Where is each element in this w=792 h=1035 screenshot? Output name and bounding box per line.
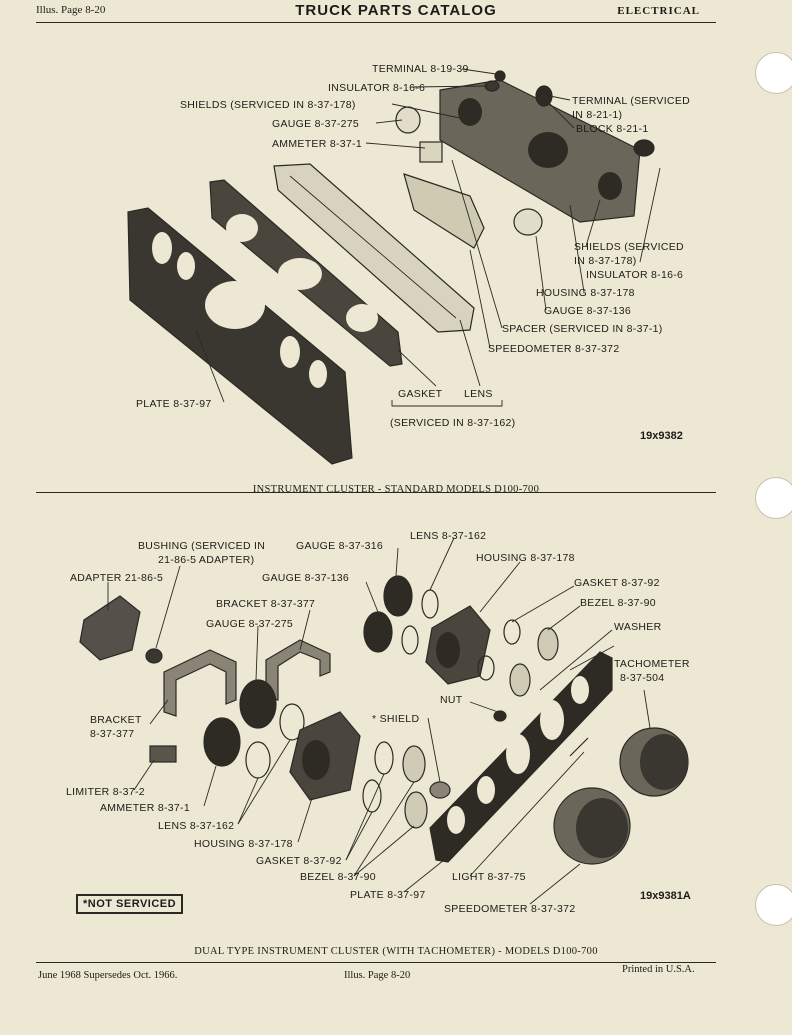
label-ammeter: AMMETER 8-37-1: [100, 802, 190, 814]
label-plate: PLATE 8-37-97: [136, 398, 212, 410]
label-gauge-316: GAUGE 8-37-316: [296, 540, 383, 552]
footer-printed: Printed in U.S.A.: [622, 964, 695, 975]
gauge-316-part: [383, 575, 413, 617]
label-block: BLOCK 8-21-1: [576, 123, 648, 135]
label-serviced-in: (SERVICED IN 8-37-162): [390, 417, 515, 429]
label-housing: HOUSING 8-37-178: [536, 287, 635, 299]
footer-rule: [36, 962, 716, 963]
lens-top-b: [401, 625, 419, 655]
shield-part: [429, 781, 451, 799]
label-shield: * SHIELD: [372, 713, 419, 725]
gasket-top-b: [477, 655, 495, 681]
adapter-part: [79, 595, 141, 661]
label-housing-top: HOUSING 8-37-178: [476, 552, 575, 564]
binder-hole-top: [755, 52, 792, 94]
label-spacer: SPACER (SERVICED IN 8-37-1): [502, 323, 663, 335]
insulator-part: [633, 139, 655, 157]
lens-top-a: [421, 589, 439, 619]
label-terminal-serviced-1: TERMINAL (SERVICED: [572, 95, 690, 107]
label-bushing-1: BUSHING (SERVICED IN: [138, 540, 265, 552]
speedometer-part: [403, 173, 485, 249]
label-gauge-136: GAUGE 8-37-136: [544, 305, 631, 317]
label-gauge-275: GAUGE 8-37-275: [206, 618, 293, 630]
label-gasket-bottom: GASKET 8-37-92: [256, 855, 342, 867]
label-insulator-top: INSULATOR 8-16-6: [328, 82, 425, 94]
terminal-part: [494, 70, 506, 82]
not-serviced-note: *NOT SERVICED: [76, 894, 184, 914]
gauge-275-lower-part: [239, 679, 277, 729]
label-gasket: GASKET: [398, 388, 443, 400]
ammeter-gauge-part: [203, 717, 241, 767]
figure-1-caption: INSTRUMENT CLUSTER - STANDARD MODELS D10…: [252, 484, 540, 495]
nut-part: [493, 710, 507, 722]
bracket-left-part: [163, 649, 237, 717]
label-plate: PLATE 8-37-97: [350, 889, 426, 901]
bezel-top-b: [509, 663, 531, 697]
light-part: [569, 737, 589, 757]
binder-hole-bottom: [755, 884, 792, 926]
footer-page-ref: Illus. Page 8-20: [344, 970, 411, 981]
lens-left-b: [245, 741, 271, 779]
binder-hole-middle: [755, 477, 792, 519]
figure-2-leaders: [107, 537, 651, 905]
label-housing-bottom: HOUSING 8-37-178: [194, 838, 293, 850]
figure-1-leaders: [195, 68, 661, 407]
bezel-lower-a: [402, 745, 426, 783]
label-tachometer-1: TACHOMETER: [614, 658, 690, 670]
bracket-right-part: [265, 639, 331, 701]
label-light: LIGHT 8-37-75: [452, 871, 526, 883]
lens-left-a: [279, 703, 305, 741]
label-ammeter: AMMETER 8-37-1: [272, 138, 362, 150]
label-lens-top: LENS 8-37-162: [410, 530, 486, 542]
figure-2-caption: DUAL TYPE INSTRUMENT CLUSTER (WITH TACHO…: [194, 946, 598, 957]
label-terminal-serviced-2: IN 8-21-1): [572, 109, 622, 121]
page-title: TRUCK PARTS CATALOG: [295, 2, 497, 19]
figure-1-number: 19x9382: [640, 430, 683, 442]
limiter-part: [149, 745, 177, 763]
header-rule: [36, 22, 716, 23]
label-bracket-left-2: 8-37-377: [90, 728, 134, 740]
label-gasket-top: GASKET 8-37-92: [574, 577, 660, 589]
label-lens-bottom: LENS 8-37-162: [158, 820, 234, 832]
bezel-lower-b: [404, 791, 428, 829]
label-washer: WASHER: [614, 621, 662, 633]
gasket-top-a: [503, 619, 521, 645]
label-limiter: LIMITER 8-37-2: [66, 786, 145, 798]
gauge-136-part: [513, 208, 543, 236]
label-bushing-2: 21-86-5 ADAPTER): [158, 554, 254, 566]
bezel-top-a: [537, 627, 559, 661]
label-bracket-top: BRACKET 8-37-377: [216, 598, 315, 610]
label-terminal-8-19-39: TERMINAL 8-19-39: [372, 63, 469, 75]
section-title: ELECTRICAL: [617, 5, 700, 17]
label-insulator-right: INSULATOR 8-16-6: [586, 269, 683, 281]
label-shields-right-1: SHIELDS (SERVICED: [574, 241, 684, 253]
label-adapter: ADAPTER 21-86-5: [70, 572, 163, 584]
label-lens: LENS: [464, 388, 493, 400]
label-shields-top: SHIELDS (SERVICED IN 8-37-178): [180, 99, 356, 111]
label-gauge-275: GAUGE 8-37-275: [272, 118, 359, 130]
label-tachometer-2: 8-37-504: [620, 672, 664, 684]
label-gauge-136: GAUGE 8-37-136: [262, 572, 349, 584]
label-speedometer: SPEEDOMETER 8-37-372: [488, 343, 619, 355]
gasket-lower-b: [362, 779, 382, 813]
label-speedometer: SPEEDOMETER 8-37-372: [444, 903, 575, 915]
label-shields-right-2: IN 8-37-178): [574, 255, 637, 267]
gauge-136-lower-part: [363, 611, 393, 653]
bushing-part: [145, 648, 163, 664]
label-nut: NUT: [440, 694, 463, 706]
label-bracket-left-1: BRACKET: [90, 714, 142, 726]
label-bezel-top: BEZEL 8-37-90: [580, 597, 656, 609]
plate-openings: [152, 232, 327, 388]
gasket-lower-a: [374, 741, 394, 775]
ammeter-part: [419, 141, 443, 163]
label-bezel-bottom: BEZEL 8-37-90: [300, 871, 376, 883]
figure-divider: [36, 492, 716, 493]
footer-date: June 1968 Supersedes Oct. 1966.: [38, 970, 178, 981]
figure-2-number: 19x9381A: [640, 890, 691, 902]
header-page-ref: Illus. Page 8-20: [36, 4, 106, 16]
